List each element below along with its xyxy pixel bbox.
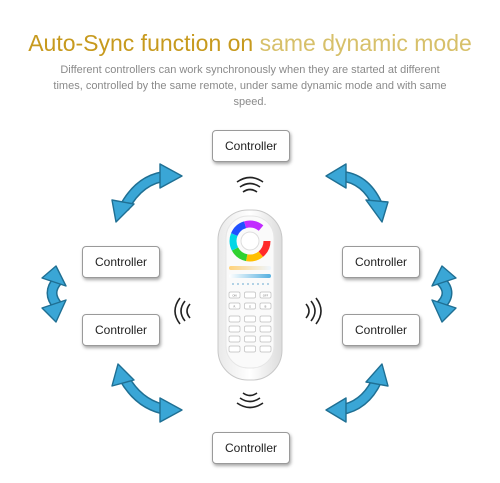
sync-arrow-left-icon — [41, 265, 67, 323]
sync-arrow-bottom-left-icon — [111, 363, 183, 423]
sync-arrow-top-right-icon — [325, 163, 389, 223]
controller-left-lower: Controller — [82, 314, 160, 346]
controller-top: Controller — [212, 130, 290, 162]
page-title: Auto-Sync function on same dynamic mode — [0, 30, 500, 57]
key-g: G — [249, 305, 251, 309]
key-on: ON — [232, 294, 236, 298]
title-part-1: Auto-Sync function on — [28, 30, 254, 56]
signal-top-icon — [236, 176, 264, 193]
controller-right-lower: Controller — [342, 314, 420, 346]
cct-slider — [229, 266, 271, 270]
signal-bottom-icon — [236, 392, 264, 409]
title-part-2: same dynamic mode — [253, 30, 472, 56]
remote-key-labels: ON OFF R G B — [232, 294, 268, 309]
remote-control: ON OFF R G B — [217, 209, 283, 381]
key-r: R — [234, 305, 236, 309]
signal-right-icon — [305, 297, 322, 325]
color-wheel-icon — [229, 220, 271, 262]
sync-arrow-bottom-right-icon — [325, 363, 389, 423]
scene-dots — [232, 283, 269, 285]
signal-left-icon — [174, 297, 191, 325]
sync-arrow-top-left-icon — [111, 163, 183, 223]
key-b: B — [265, 305, 267, 309]
subtitle: Different controllers can work synchrono… — [53, 64, 447, 108]
controller-bottom: Controller — [212, 432, 290, 464]
controller-left-upper: Controller — [82, 246, 160, 278]
brightness-slider — [229, 274, 271, 278]
remote-keys — [228, 291, 272, 353]
controller-right-upper: Controller — [342, 246, 420, 278]
key-off: OFF — [263, 294, 269, 298]
sync-arrow-right-icon — [431, 265, 457, 323]
